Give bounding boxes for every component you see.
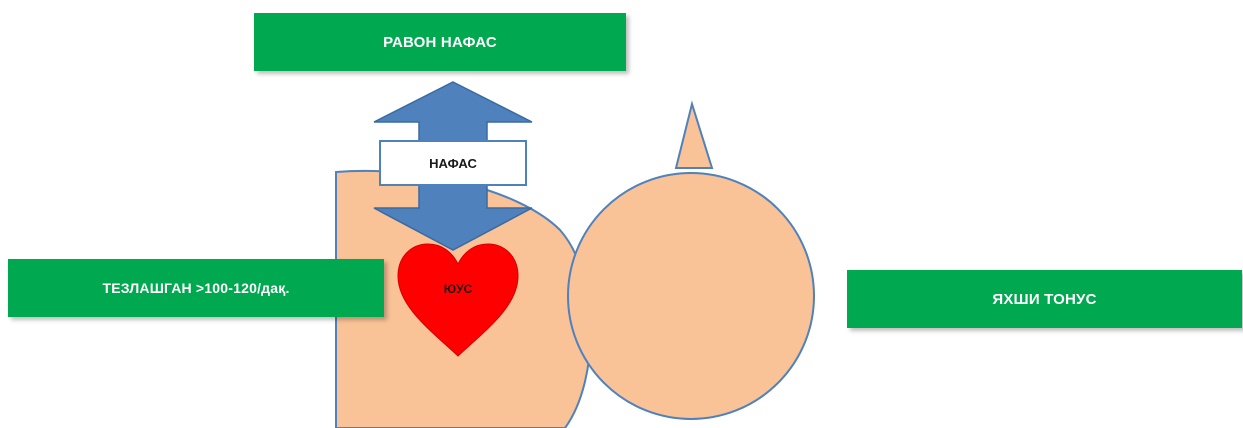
heart-label: ЮУС: [443, 282, 473, 296]
heart-icon: [397, 243, 519, 357]
breathing-label: НАФАС: [379, 140, 527, 186]
baby-head-tuft: [674, 100, 714, 169]
smooth-breathing-label: РАВОН НАФАС: [254, 13, 626, 71]
baby-head-shape: [567, 172, 815, 420]
heart-rate-label: ТЕЗЛАШГАН >100-120/дақ.: [8, 259, 384, 317]
muscle-tone-label: ЯХШИ ТОНУС: [847, 270, 1242, 328]
